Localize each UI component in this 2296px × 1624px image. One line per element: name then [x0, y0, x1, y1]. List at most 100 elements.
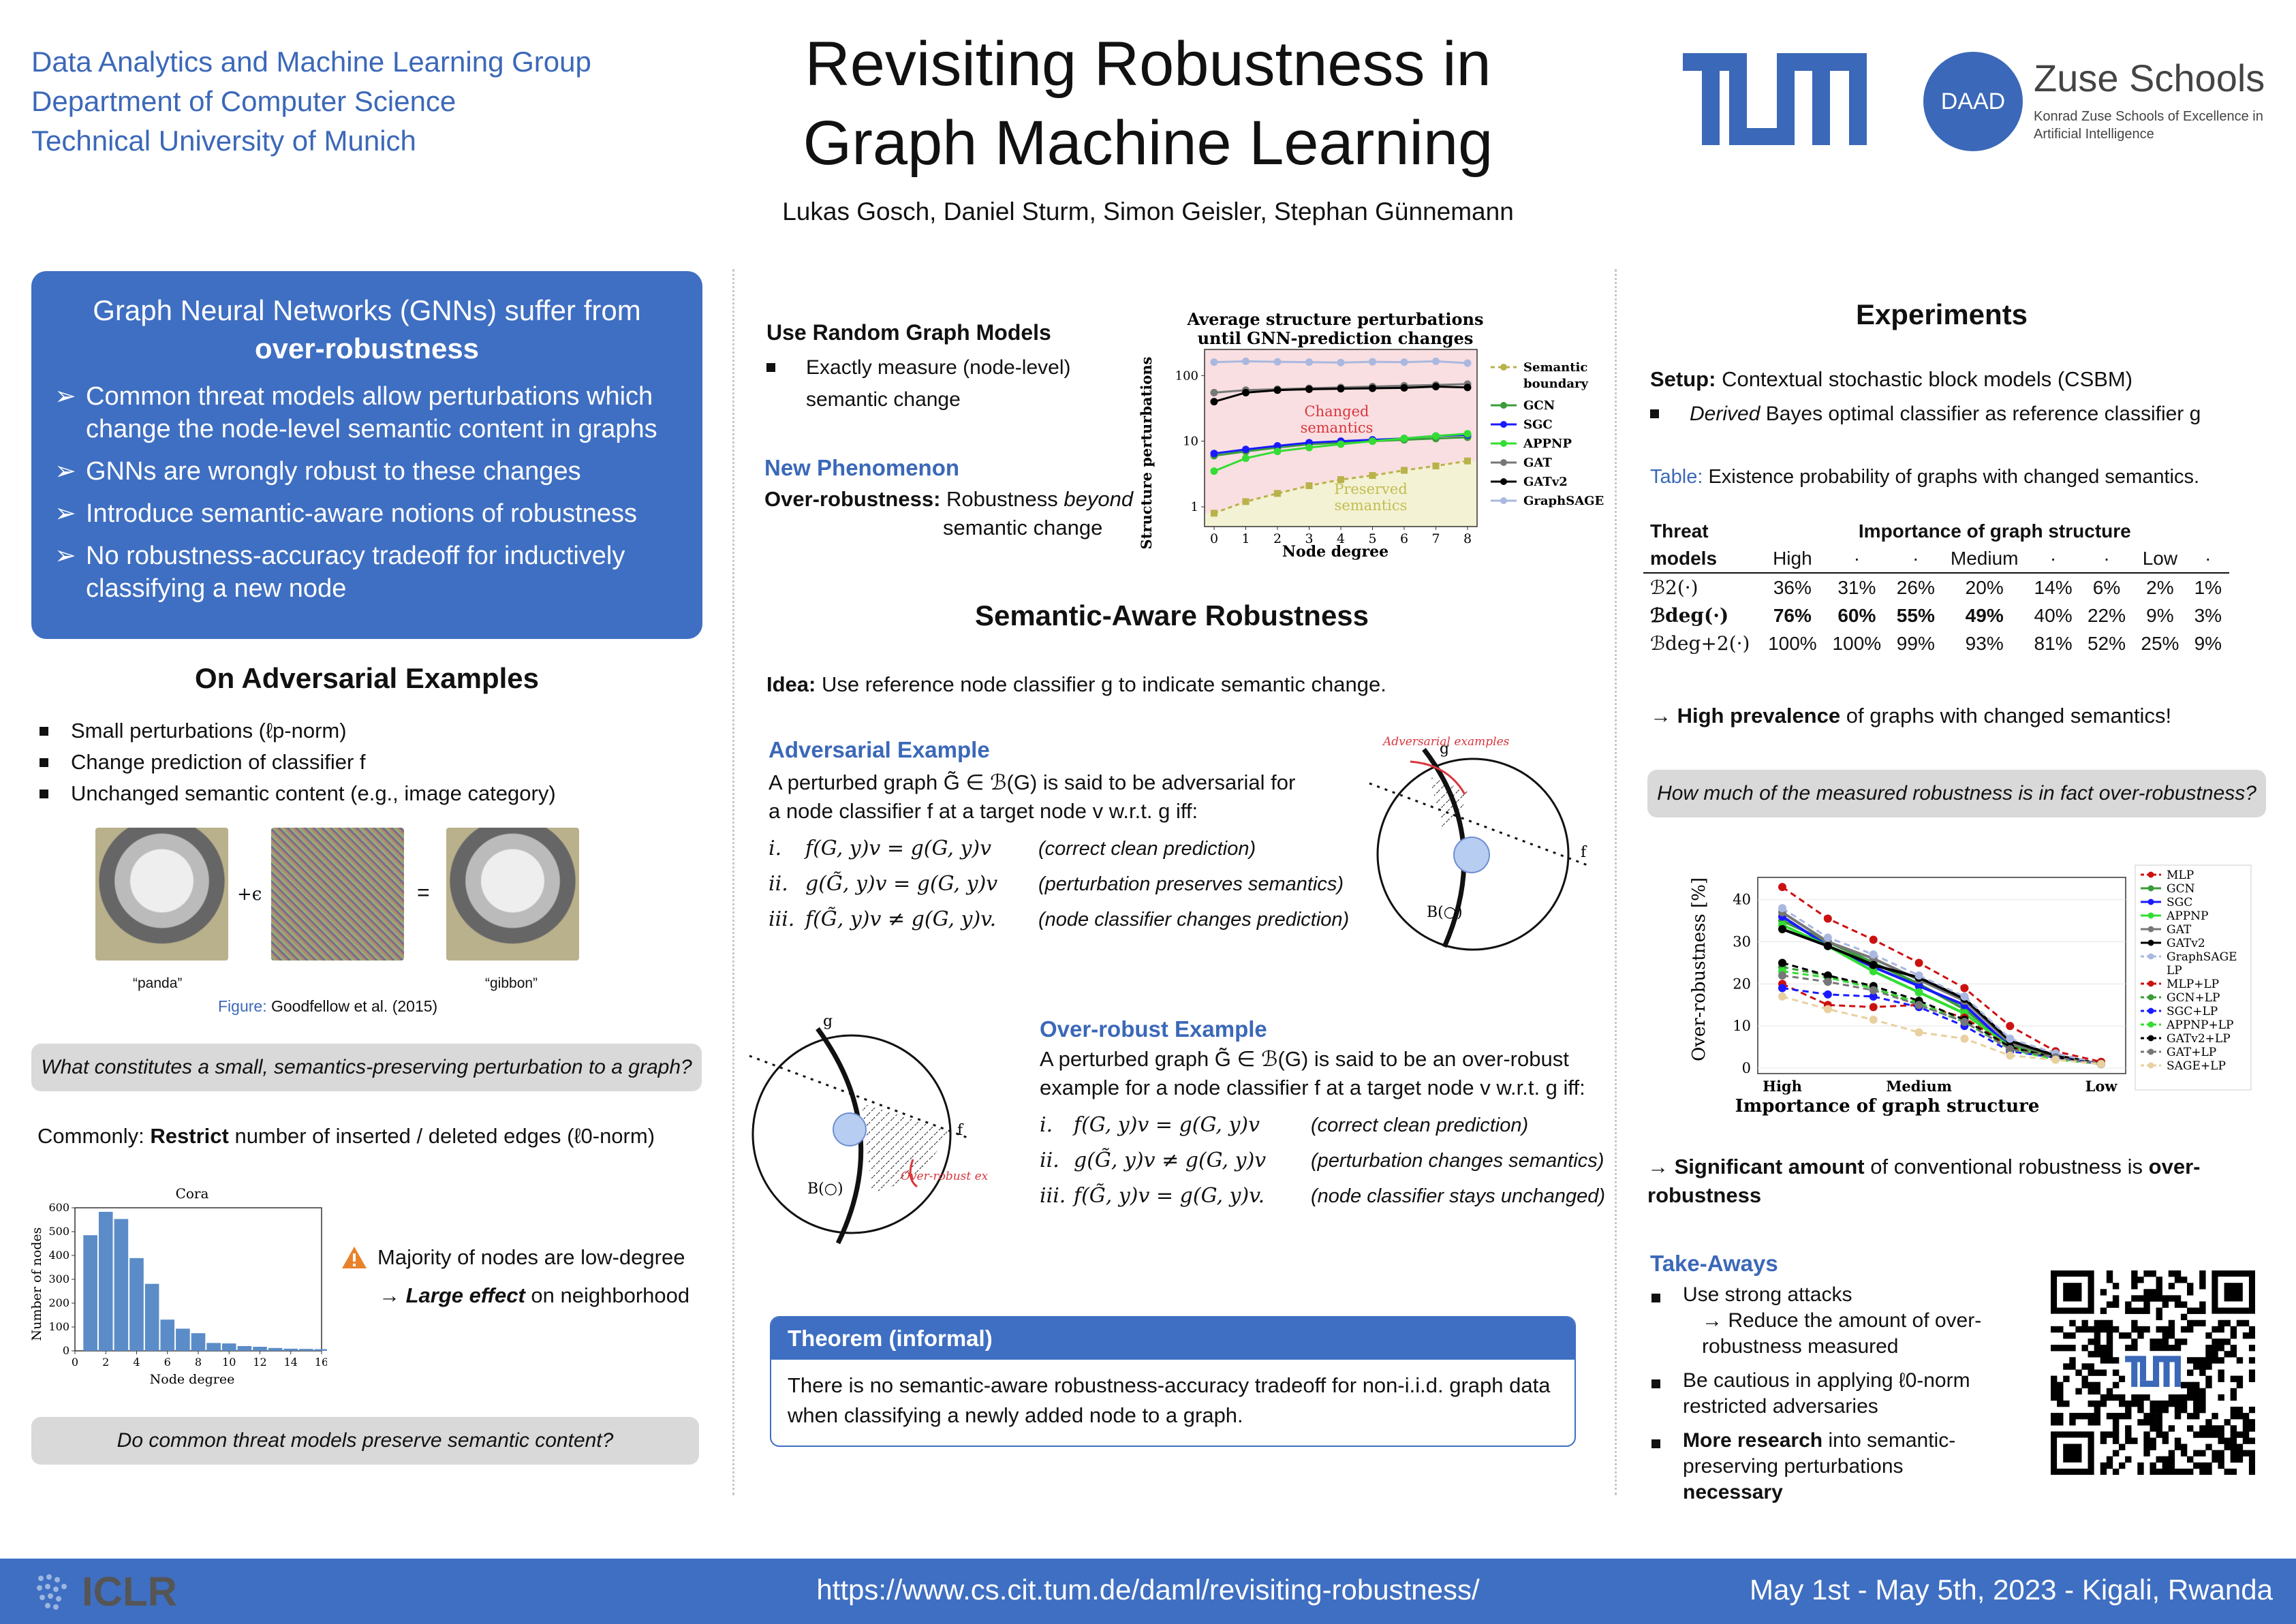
- qr-module: [2051, 1413, 2058, 1420]
- qr-module: [2199, 1270, 2206, 1277]
- bar: [191, 1333, 206, 1351]
- qr-module: [2100, 1320, 2107, 1327]
- x-tick-label: 4: [1337, 531, 1345, 546]
- x-tick-label: 10: [222, 1356, 236, 1369]
- legend-marker: [2147, 912, 2154, 919]
- qr-module: [2156, 1468, 2162, 1475]
- qr-module: [2162, 1462, 2169, 1469]
- qr-module: [2094, 1407, 2101, 1414]
- qr-module: [2081, 1345, 2088, 1352]
- qr-module: [2081, 1375, 2088, 1382]
- qr-module: [2106, 1456, 2113, 1463]
- qr-module: [2212, 1351, 2218, 1358]
- qr-module: [2094, 1369, 2101, 1376]
- qr-module: [2081, 1381, 2088, 1389]
- legend-label: MLP+LP: [2167, 978, 2219, 991]
- legend-label: GAT: [2167, 923, 2192, 937]
- list-item: ➢Common threat models allow perturbation…: [55, 380, 679, 446]
- affiliation-block: Data Analytics and Machine Learning Grou…: [31, 42, 591, 161]
- legend-marker: [2147, 926, 2154, 933]
- qr-module: [2131, 1283, 2138, 1290]
- legend-marker: [1500, 497, 1507, 504]
- qr-module: [2143, 1289, 2150, 1296]
- data-point: [1464, 457, 1471, 465]
- qr-module: [2199, 1462, 2206, 1469]
- list-item: ➢Introduce semantic-aware notions of rob…: [55, 497, 679, 530]
- qr-module: [2131, 1307, 2138, 1314]
- qr-module: [2119, 1375, 2126, 1382]
- y-tick-label: 10: [1183, 435, 1198, 449]
- qr-module: [2057, 1400, 2064, 1407]
- condition-row: iii.f(G̃, y)v ≠ g(G, y)v.(node classifie…: [769, 907, 1350, 931]
- qr-module: [2248, 1425, 2255, 1432]
- qr-module: [2156, 1413, 2162, 1420]
- qr-module: [2075, 1388, 2082, 1395]
- qr-tum-mark: [2163, 1356, 2170, 1387]
- data-point: [1242, 446, 1250, 454]
- qr-tum-mark: [2174, 1356, 2181, 1387]
- qr-module: [2125, 1437, 2132, 1444]
- qr-module: [2137, 1295, 2144, 1302]
- data-point: [1432, 382, 1440, 390]
- qr-module: [2112, 1419, 2120, 1426]
- qr-module: [2057, 1381, 2064, 1389]
- qr-module: [2236, 1443, 2244, 1450]
- data-point: [1400, 384, 1408, 392]
- x-tick-label: 3: [1305, 531, 1313, 546]
- legend-label: APPNP: [2166, 909, 2208, 923]
- project-url-link[interactable]: https://www.cs.cit.tum.de/daml/revisitin…: [816, 1574, 1480, 1606]
- affiliation-line-2: Department of Computer Science: [31, 85, 456, 117]
- qr-module: [2112, 1301, 2120, 1308]
- y-tick-label: 600: [48, 1201, 69, 1214]
- qr-module: [2168, 1400, 2175, 1407]
- existence-probability-table: Threat Importance of graph structure mod…: [1643, 518, 2229, 657]
- data-point: [1869, 935, 1878, 944]
- qr-module: [2125, 1431, 2132, 1438]
- data-point: [1823, 978, 1832, 986]
- qr-module: [2187, 1326, 2194, 1333]
- qr-module: [2106, 1462, 2113, 1469]
- qr-module: [2106, 1413, 2113, 1420]
- qr-module: [2112, 1369, 2120, 1376]
- qr-module: [2242, 1419, 2250, 1426]
- qr-module: [2131, 1270, 2138, 1277]
- legend-marker: [2147, 885, 2154, 892]
- qr-module: [2106, 1277, 2113, 1283]
- x-tick-label: 8: [1463, 531, 1472, 546]
- structure-perturbation-chart: Average structure perturbations until GN…: [1138, 310, 1604, 561]
- data-point: [1823, 941, 1832, 950]
- qr-module: [2242, 1431, 2250, 1438]
- qr-module: [2230, 1394, 2237, 1401]
- legend-label: SGC+LP: [2167, 1005, 2218, 1018]
- qr-module: [2100, 1400, 2107, 1407]
- qr-module: [2174, 1400, 2182, 1407]
- qr-module: [2224, 1437, 2231, 1444]
- plot-frame: [1757, 877, 2126, 1074]
- authors: Lukas Gosch, Daniel Sturm, Simon Geisler…: [782, 198, 1514, 225]
- table-header-row: models High··Medium ··Low·: [1643, 545, 2229, 573]
- qr-module: [2150, 1443, 2156, 1450]
- data-point: [1305, 443, 1313, 452]
- qr-module: [2088, 1413, 2094, 1420]
- legend-marker: [2147, 980, 2154, 987]
- qr-module: [2193, 1307, 2200, 1314]
- legend-label: APPNP+LP: [2166, 1018, 2233, 1032]
- qr-module: [2199, 1357, 2206, 1364]
- qr-module: [2051, 1381, 2058, 1389]
- qr-module: [2100, 1431, 2107, 1438]
- qr-module: [2199, 1283, 2206, 1290]
- qr-module: [2081, 1320, 2088, 1327]
- panda-image: [95, 828, 228, 961]
- qr-module: [2143, 1270, 2150, 1277]
- qr-module: [2088, 1388, 2094, 1395]
- new-phenomenon-heading: New Phenomenon: [764, 455, 960, 480]
- qr-module: [2100, 1345, 2107, 1352]
- qr-module: [2156, 1307, 2162, 1314]
- list-item: Derived Bayes optimal classifier as refe…: [1650, 398, 2263, 430]
- qr-module: [2187, 1456, 2194, 1463]
- series-line: [1782, 886, 2102, 1063]
- equals-sign: =: [417, 880, 430, 905]
- qr-module: [2224, 1351, 2231, 1358]
- qr-code[interactable]: [2051, 1270, 2255, 1475]
- data-point: [1960, 992, 1969, 1001]
